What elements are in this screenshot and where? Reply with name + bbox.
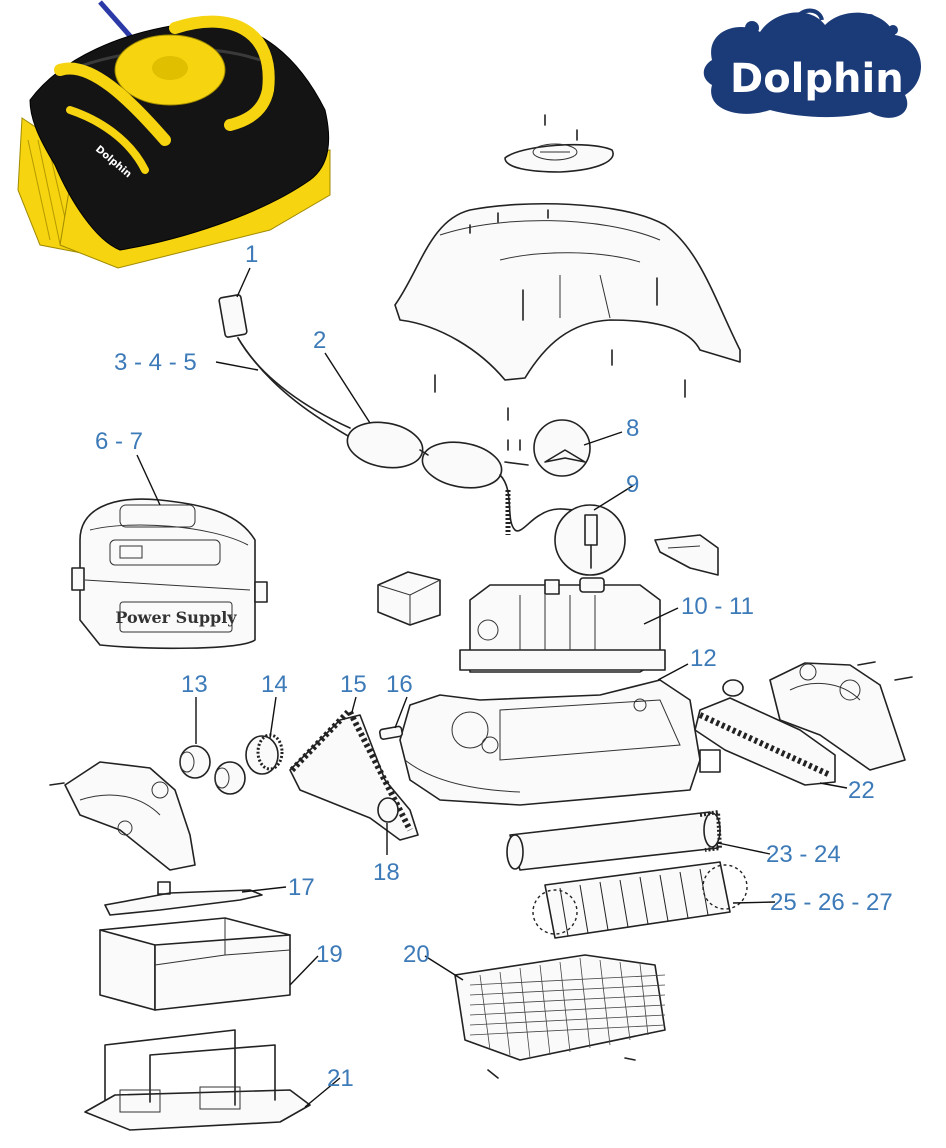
callout-21: 21 bbox=[327, 1065, 354, 1092]
callout-8: 8 bbox=[626, 415, 639, 442]
callout-9: 9 bbox=[626, 471, 639, 498]
axle-part bbox=[378, 725, 404, 740]
callout-13: 13 bbox=[181, 671, 208, 698]
cable-holder-part bbox=[104, 881, 263, 916]
callout-18: 18 bbox=[373, 859, 400, 886]
motor-connector-part bbox=[554, 504, 626, 576]
callout-17: 17 bbox=[288, 874, 315, 901]
callout-19: 19 bbox=[316, 941, 343, 968]
callout-10-11: 10 - 11 bbox=[681, 593, 754, 620]
left-track-part bbox=[289, 709, 419, 841]
brush-roller-part bbox=[506, 809, 723, 871]
chassis-part bbox=[399, 679, 721, 806]
callout-2: 2 bbox=[313, 327, 326, 354]
caddy-bracket-part bbox=[99, 917, 291, 1011]
right-track-part bbox=[694, 697, 836, 786]
callout-25-26-27: 25 - 26 - 27 bbox=[770, 889, 893, 916]
floating-cable-part bbox=[218, 294, 586, 535]
dolphin-logo: Dolphin bbox=[703, 8, 922, 118]
callout-20: 20 bbox=[403, 941, 430, 968]
bearing-part bbox=[179, 745, 246, 795]
motor-unit-part bbox=[459, 577, 666, 673]
impeller-part bbox=[504, 407, 591, 477]
callout-labels: 1 2 3 - 4 - 5 6 - 7 8 9 10 - 11 12 13 14… bbox=[95, 241, 893, 1092]
callout-12: 12 bbox=[690, 645, 717, 672]
caddy-base-part bbox=[84, 1029, 311, 1131]
callout-16: 16 bbox=[386, 671, 413, 698]
left-side-panel-part bbox=[49, 761, 196, 871]
robot-cleaner-photo: Dolphin bbox=[17, 0, 331, 269]
spiked-brush-part bbox=[532, 861, 748, 939]
clip-part bbox=[654, 534, 719, 576]
callout-14: 14 bbox=[261, 671, 288, 698]
callout-15: 15 bbox=[340, 671, 367, 698]
spacer-block-part bbox=[377, 571, 441, 626]
power-supply-label: Power Supply bbox=[115, 608, 237, 627]
callout-23-24: 23 - 24 bbox=[766, 841, 841, 868]
logo-text: Dolphin bbox=[730, 56, 904, 102]
callout-1: 1 bbox=[245, 241, 258, 268]
callout-3-4-5: 3 - 4 - 5 bbox=[114, 349, 197, 376]
callout-22: 22 bbox=[848, 777, 875, 804]
filter-cap-part bbox=[504, 114, 614, 173]
callout-6-7: 6 - 7 bbox=[95, 428, 143, 455]
filter-basket-part bbox=[454, 954, 666, 1079]
leader-lines bbox=[136, 267, 848, 1108]
power-supply-part: Power Supply bbox=[71, 498, 268, 650]
right-side-panel-part bbox=[722, 661, 913, 771]
top-cover-part bbox=[394, 202, 741, 398]
drive-pulley-part bbox=[245, 733, 284, 775]
